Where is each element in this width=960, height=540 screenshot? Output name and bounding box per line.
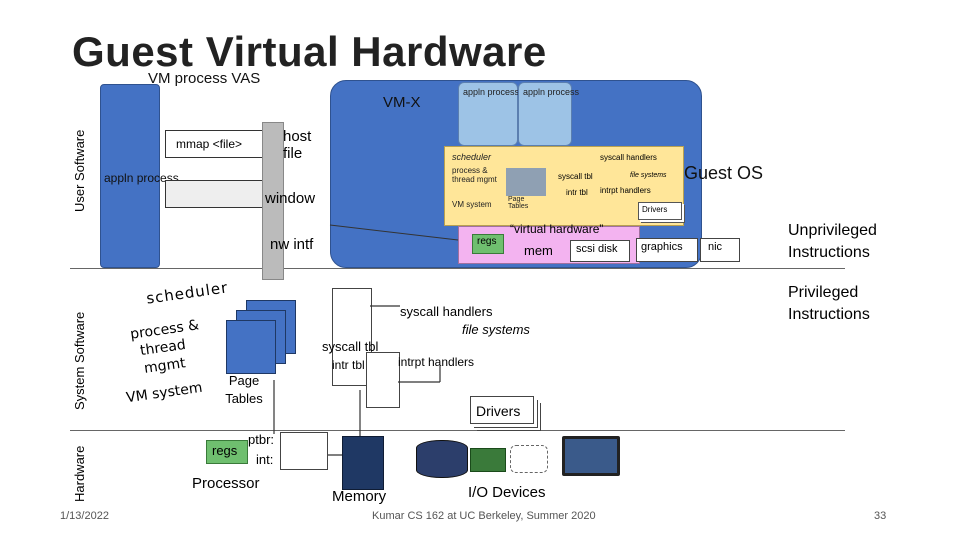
virtual-nic-box: [700, 238, 740, 262]
host-file-systems-label: file systems: [462, 322, 530, 337]
divider-user-system: [70, 268, 845, 269]
host-file-bar: [262, 122, 284, 280]
guest-file-systems-label: file systems: [630, 172, 667, 179]
guest-thread-stack: [506, 168, 546, 196]
footer-credit: Kumar CS 162 at UC Berkeley, Summer 2020: [372, 510, 596, 522]
mmap-label: mmap <file>: [176, 137, 243, 151]
hw-processor-label: Processor: [192, 475, 260, 492]
host-page-tables-label: Page Tables: [225, 373, 263, 406]
subtitle: VM process VAS: [148, 70, 261, 87]
vas-region: [165, 180, 263, 208]
guest-syscall-handlers-label: syscall handlers: [600, 153, 657, 162]
host-drivers-label: Drivers: [476, 403, 521, 419]
guest-process-thread-label: process & thread mgmt: [452, 166, 497, 184]
divider-system-hardware: [70, 430, 845, 431]
virtual-graphics-label: graphics: [641, 241, 683, 253]
vm-appln-process-1-label: appln process: [463, 87, 520, 97]
vas-column: [100, 84, 160, 268]
hw-regs-box: [206, 440, 248, 464]
virtual-scsi-box: [570, 240, 630, 262]
virtual-hardware-label: “virtual hardware”: [510, 222, 604, 236]
cables-icon: [510, 445, 548, 473]
host-syscall-tbl-label: syscall tbl: [322, 339, 379, 354]
hw-memory-label: Memory: [332, 488, 387, 505]
footer-date: 1/13/2022: [60, 510, 109, 522]
hw-int-label: int:: [256, 452, 274, 467]
virtual-scsi-label: scsi disk: [576, 243, 618, 255]
guest-syscall-tbl-label: syscall tbl: [558, 172, 593, 181]
host-intr-tbl-label: intr tbl: [332, 358, 365, 372]
syscall-table: [332, 288, 372, 386]
vm-appln-process-2-label: appln process: [523, 87, 580, 97]
virtual-regs-label: regs: [477, 236, 497, 247]
slide-title: Guest Virtual Hardware: [72, 28, 547, 75]
virtual-regs-box: [472, 234, 504, 254]
unprivileged-label: Unprivileged Instructions: [788, 222, 877, 261]
host-file-label: host file: [283, 128, 312, 162]
host-intrpt-handlers-label: intrpt handlers: [398, 355, 475, 369]
vas-appln-process-label: appln process: [104, 171, 179, 185]
guest-os-label: Guest OS: [684, 163, 764, 183]
hw-ptbr-int-box: [280, 432, 328, 470]
network-card-icon: [470, 448, 506, 472]
vm-appln-process-1: [458, 82, 518, 146]
guest-drivers-label: Drivers: [642, 205, 668, 214]
guest-drivers-box: [638, 202, 682, 220]
hw-regs-label: regs: [212, 443, 238, 458]
guest-intrpt-handlers-label: intrpt handlers: [600, 186, 651, 195]
virtual-graphics-box: [636, 238, 698, 262]
hw-io-devices-label: I/O Devices: [468, 484, 546, 501]
virtual-nic-label: nic: [708, 241, 723, 253]
guest-vm-system-label: VM system: [452, 200, 492, 209]
vm-x-label: VM-X: [383, 94, 421, 111]
monitor-icon: [562, 436, 620, 476]
mmap-box: [165, 130, 263, 158]
thread-stack-front: [226, 320, 276, 374]
virtual-mem-label: mem: [524, 243, 553, 258]
guest-page-tables-label: Page Tables: [508, 196, 529, 210]
disk-drive-icon: [416, 440, 468, 478]
nw-intf-label: nw intf: [270, 236, 314, 253]
intr-table: [366, 352, 400, 408]
footer-page-number: 33: [874, 510, 887, 522]
guest-scheduler-label: scheduler: [452, 152, 492, 162]
vm-appln-process-2: [518, 82, 572, 146]
guest-intr-tbl-label: intr tbl: [566, 188, 588, 197]
hw-ptbr-label: ptbr:: [248, 432, 275, 447]
memory-chip-icon: [342, 436, 384, 490]
host-drivers-box: [470, 396, 534, 424]
privileged-label: Privileged Instructions: [788, 284, 870, 323]
host-syscall-handlers-label: syscall handlers: [400, 304, 493, 319]
window-label: window: [265, 190, 316, 207]
